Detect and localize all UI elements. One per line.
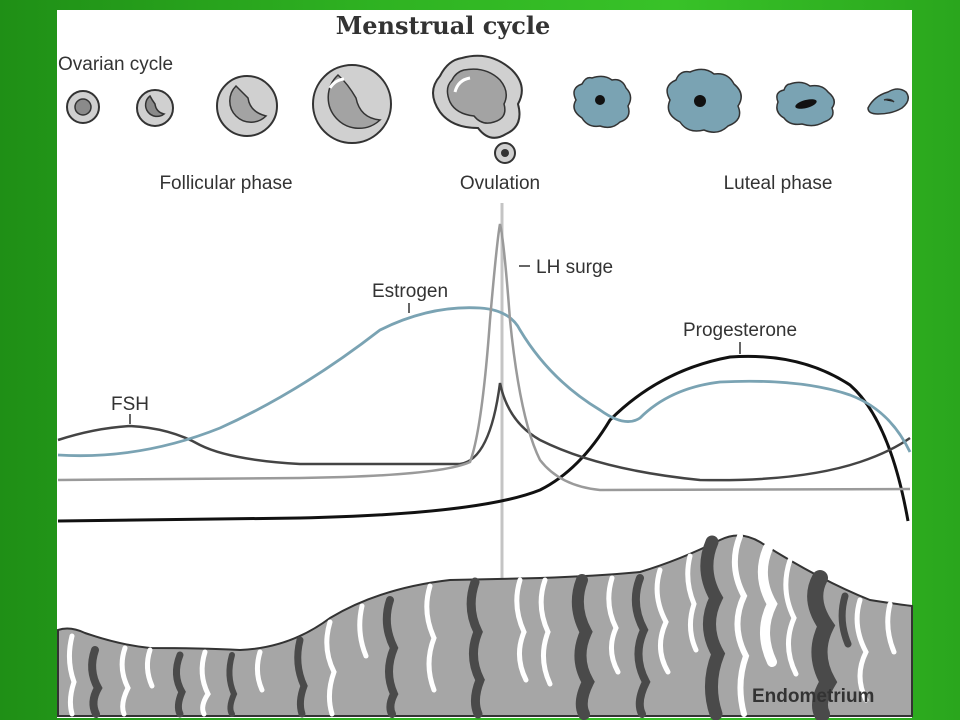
endometrium-label: Endometrium: [752, 686, 874, 707]
ovarian-cycle-label: Ovarian cycle: [58, 54, 173, 75]
progesterone-curve: [57, 354, 910, 523]
fsh-curve: [57, 382, 911, 482]
corpus-luteum-3: [776, 81, 835, 127]
ovulation-label: Ovulation: [460, 173, 540, 194]
endometrium-glands: [66, 533, 897, 717]
diagram-title: Menstrual cycle: [336, 11, 551, 40]
endometrium-vessels: [88, 535, 852, 720]
follicle-stage-3: [216, 75, 278, 137]
ovulating-follicle: [432, 54, 523, 164]
corpus-luteum-2: [666, 68, 742, 133]
follicle-stage-2: [136, 89, 174, 127]
lh-surge-label: LH surge: [536, 257, 613, 278]
follicle-stage-4: [312, 64, 392, 144]
corpus-albicans: [867, 88, 909, 115]
lh-surge-curve: [57, 223, 911, 492]
estrogen-label: Estrogen: [372, 281, 448, 302]
luteal-phase-label: Luteal phase: [724, 173, 833, 194]
follicular-phase-label: Follicular phase: [159, 173, 292, 194]
estrogen-curve: [57, 306, 912, 458]
progesterone-label: Progesterone: [683, 320, 797, 341]
endometrium-layer: [57, 534, 913, 717]
fsh-label: FSH: [111, 394, 149, 415]
follicle-stage-1: [66, 90, 100, 124]
corpus-luteum-1: [573, 75, 632, 129]
